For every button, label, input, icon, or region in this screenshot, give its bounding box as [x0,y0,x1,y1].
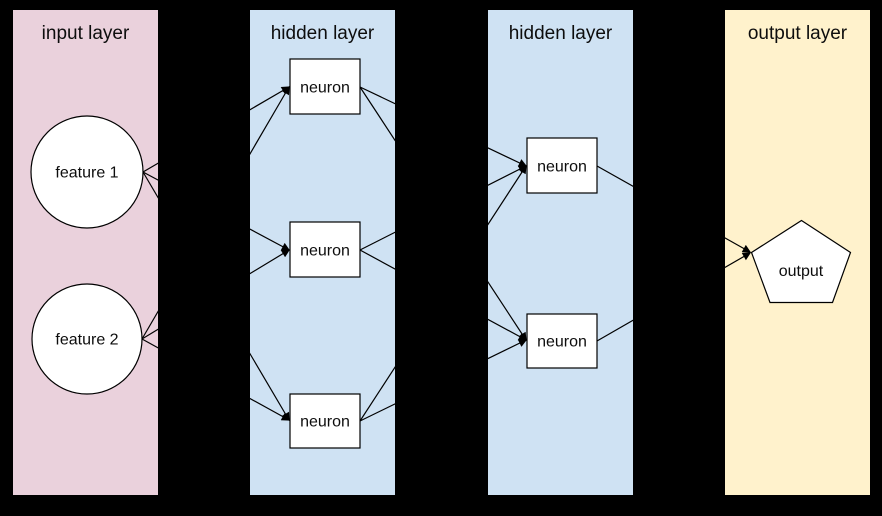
node-h2-neuron-2-label: neuron [537,334,587,351]
edge-h1n2-h2n1 [359,165,528,251]
edge-h2n2-output [596,252,752,342]
edge-h1n3-h2n1 [359,164,527,422]
edge-feature2-h1n1 [141,85,290,340]
node-h2-neuron-1 [526,137,598,194]
input-layer-panel [13,10,158,495]
node-output [750,219,852,304]
input-layer-title: input layer [42,23,130,44]
node-h1-neuron-2 [289,221,361,278]
node-output-label: output [779,263,824,280]
node-feature-2-label: feature 2 [55,332,118,349]
edge-h2n1-output [596,165,752,253]
node-feature-1 [30,115,144,229]
node-feature-1-label: feature 1 [55,165,118,182]
edge-feature2-h1n3 [141,338,291,421]
edge-h1n3-h2n2 [359,339,528,422]
edge-feature1-h1n3 [142,171,290,422]
node-h1-neuron-2-label: neuron [300,243,350,260]
edge-h1n1-h2n1 [359,86,528,167]
node-h1-neuron-1-label: neuron [300,80,350,97]
hidden-layer-2-panel [488,10,633,495]
hidden-layer-1-title: hidden layer [271,23,375,44]
edge-feature2-h1n2 [141,249,291,340]
hidden-layer-2-title: hidden layer [509,23,613,44]
node-h1-neuron-3-label: neuron [300,414,350,431]
node-feature-2 [31,283,143,395]
node-h1-neuron-3 [289,393,361,449]
edge-h1n1-h2n2 [359,86,527,342]
node-h2-neuron-1-label: neuron [537,159,587,176]
edge-feature1-h1n1 [142,86,291,173]
edge-h1n2-h2n2 [359,249,528,341]
node-h2-neuron-2 [526,313,598,369]
output-layer-title: output layer [748,23,848,44]
node-h1-neuron-1 [289,58,361,115]
